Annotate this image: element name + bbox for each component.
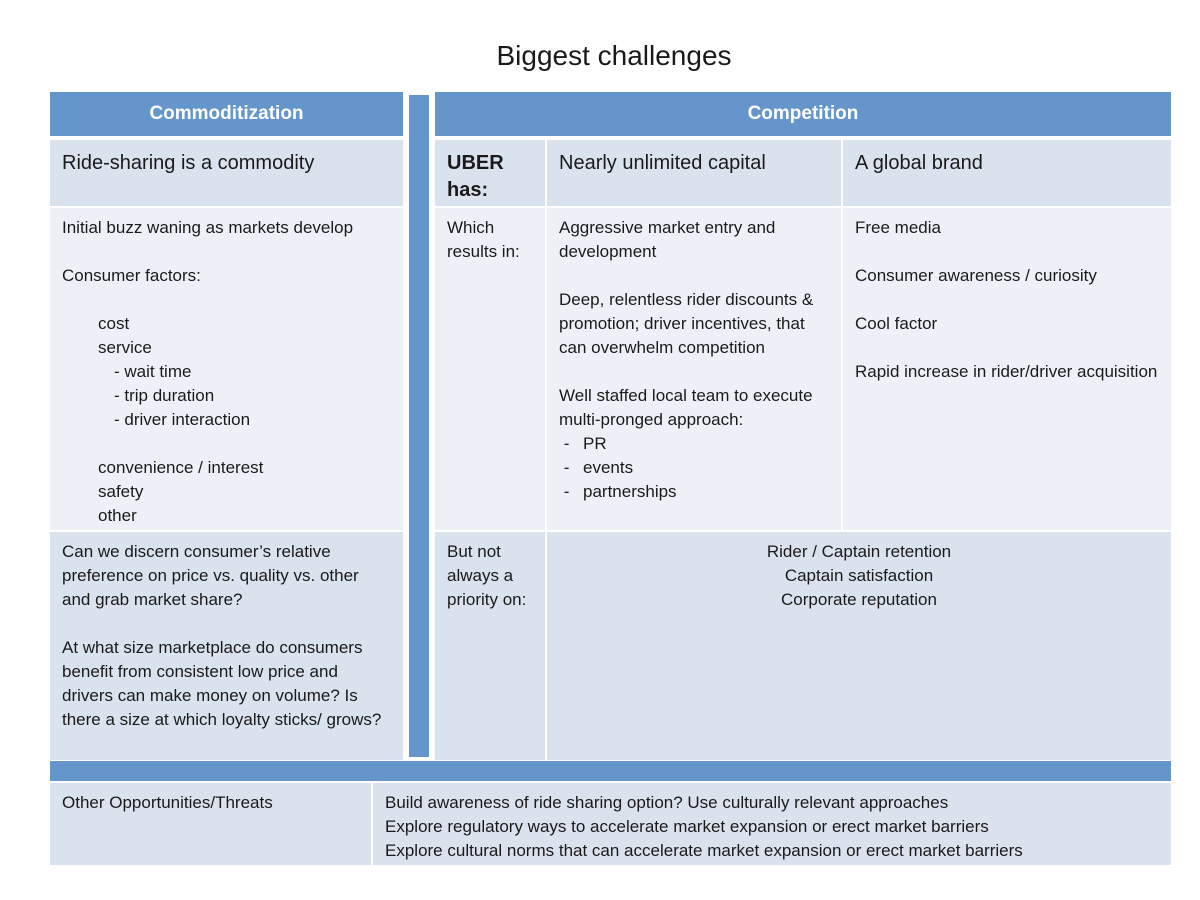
capital-p1: Aggressive market entry and development xyxy=(559,218,776,261)
header-commoditization: Commoditization xyxy=(50,92,403,136)
bullet-item: -PR xyxy=(559,434,607,453)
priorities-cell: Rider / Captain retention Captain satisf… xyxy=(547,532,1171,760)
question-1: Can we discern consumer’s relative prefe… xyxy=(62,542,359,609)
questions-cell: Can we discern consumer’s relative prefe… xyxy=(50,532,403,760)
not-priority-cell: But not always a priority on: xyxy=(435,532,545,760)
brand-results-cell: Free media Consumer awareness / curiosit… xyxy=(843,208,1171,530)
brand-heading-cell: A global brand xyxy=(843,140,1171,206)
buzz-text: Initial buzz waning as markets develop xyxy=(62,218,354,237)
priority-item: Rider / Captain retention xyxy=(766,542,952,561)
column-separator xyxy=(406,92,432,760)
factor-safety: safety xyxy=(98,482,144,501)
capital-results-cell: Aggressive market entry and development … xyxy=(547,208,841,530)
page-title: Biggest challenges xyxy=(496,40,732,71)
which-results-cell: Which results in: xyxy=(435,208,545,530)
consumer-factors-cell: Initial buzz waning as markets develop C… xyxy=(50,208,403,530)
opportunity-item: Explore cultural norms that can accelera… xyxy=(385,841,1023,860)
factor-service: service xyxy=(98,338,152,357)
brand-p4: Rapid increase in rider/driver acquisiti… xyxy=(855,362,1158,381)
factor-trip-duration: - trip duration xyxy=(114,386,215,405)
opportunities-label-cell: Other Opportunities/Threats xyxy=(50,783,371,865)
opportunity-item: Build awareness of ride sharing option? … xyxy=(385,793,949,812)
factors-label: Consumer factors: xyxy=(62,266,201,285)
factor-cost: cost xyxy=(98,314,130,333)
priority-item: Captain satisfaction xyxy=(784,566,934,585)
factor-convenience: convenience / interest xyxy=(98,458,264,477)
factor-other: other xyxy=(98,506,137,525)
opportunities-list-cell: Build awareness of ride sharing option? … xyxy=(373,783,1171,865)
brand-p3: Cool factor xyxy=(855,314,938,333)
capital-p3: Well staffed local team to execute multi… xyxy=(559,386,813,429)
footer-band xyxy=(50,761,1171,781)
header-competition: Competition xyxy=(435,92,1171,136)
bullet-item: -partnerships xyxy=(559,482,677,501)
commodity-heading-cell: Ride-sharing is a commodity xyxy=(50,140,403,206)
opportunity-item: Explore regulatory ways to accelerate ma… xyxy=(385,817,989,836)
brand-p1: Free media xyxy=(855,218,941,237)
bullet-item: -events xyxy=(559,458,634,477)
question-2: At what size marketplace do consumers be… xyxy=(62,638,382,729)
capital-p2: Deep, relentless rider discounts & promo… xyxy=(559,290,814,357)
factor-driver-interaction: - driver interaction xyxy=(114,410,251,429)
factor-wait-time: - wait time xyxy=(114,362,192,381)
priority-item: Corporate reputation xyxy=(781,590,937,609)
capital-heading-cell: Nearly unlimited capital xyxy=(547,140,841,206)
uber-has-cell: UBER has: xyxy=(435,140,545,206)
brand-p2: Consumer awareness / curiosity xyxy=(855,266,1097,285)
